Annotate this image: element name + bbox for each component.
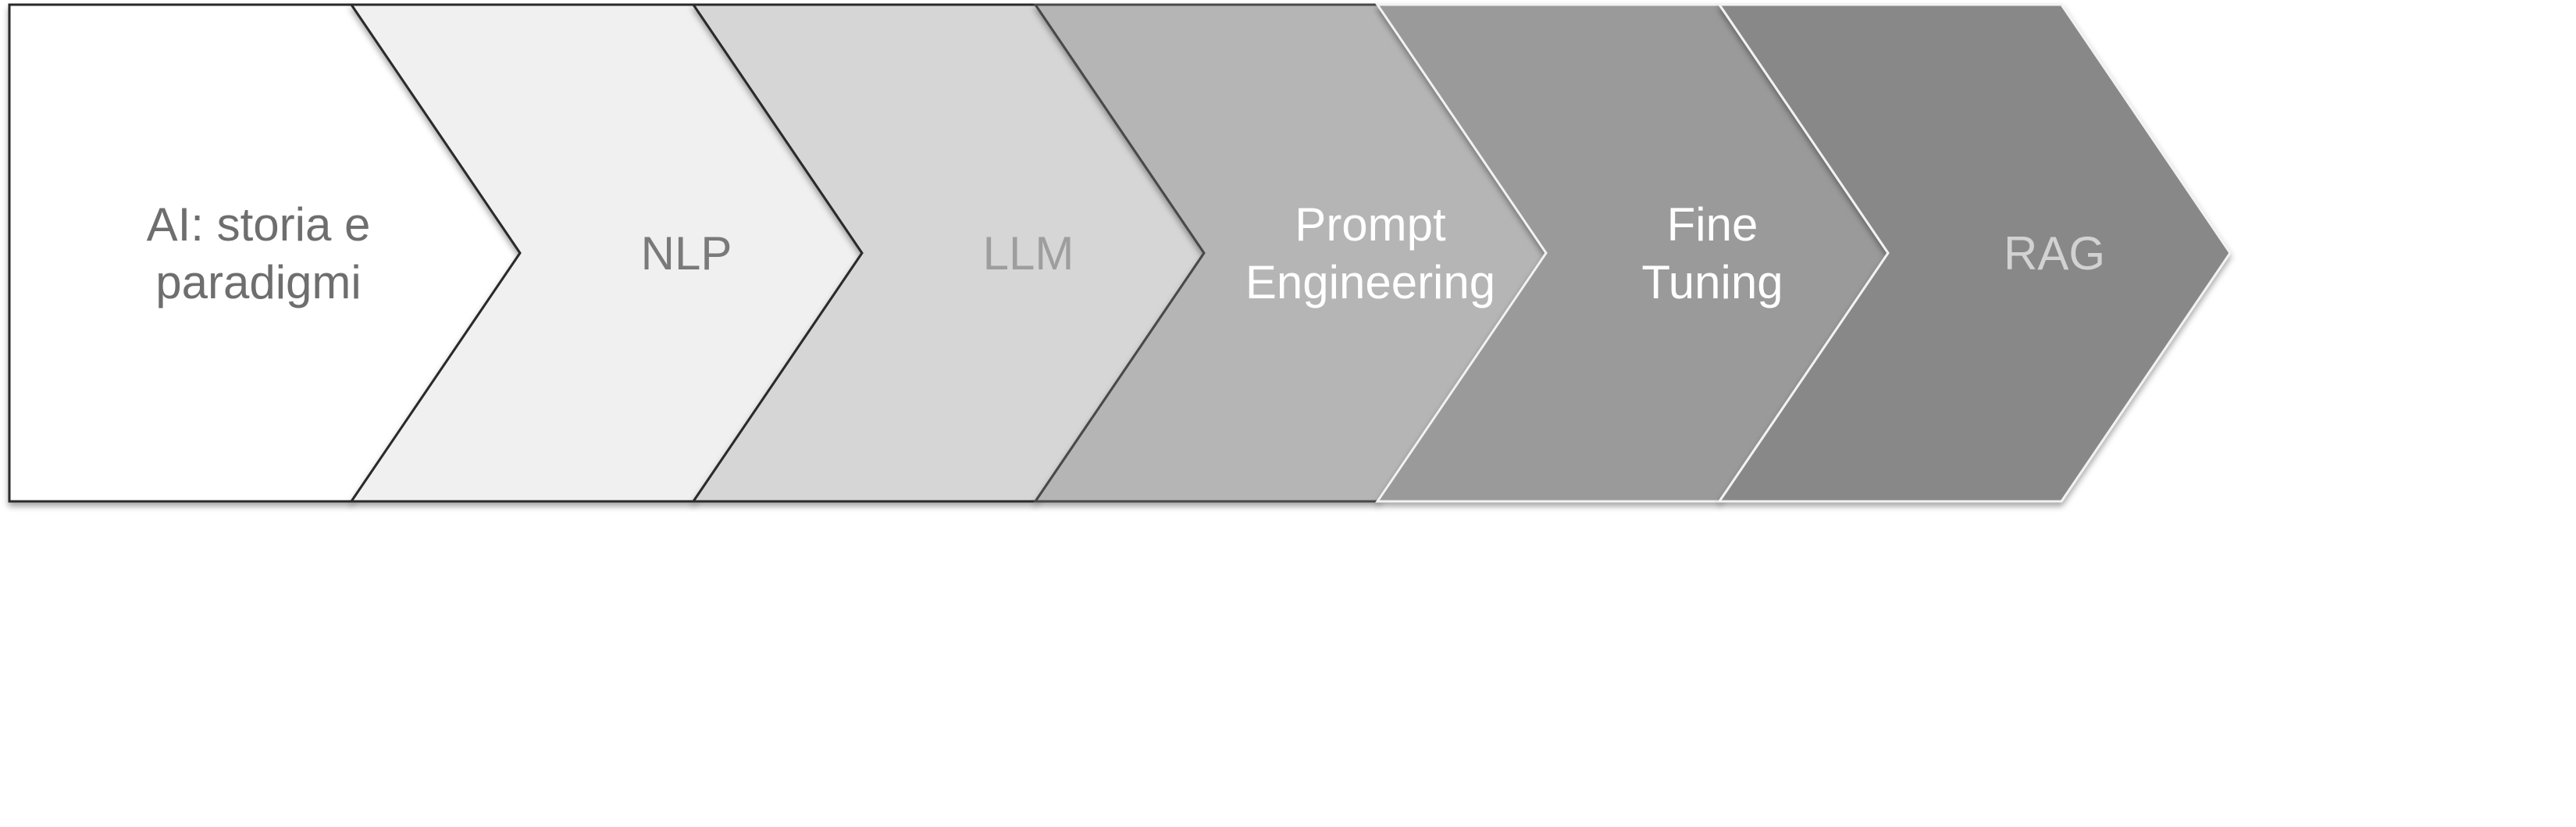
step-label-line: RAG	[2004, 227, 2105, 280]
step-label: LLM	[983, 227, 1074, 280]
step-label-line: Fine	[1667, 198, 1758, 251]
step-label-line: Tuning	[1641, 256, 1783, 308]
step-label-line: Prompt	[1295, 198, 1446, 251]
step-label-line: Engineering	[1245, 256, 1495, 308]
step-label-line: LLM	[983, 227, 1074, 280]
process-step: RAG	[1717, 3, 2232, 503]
step-label-line: AI: storia e	[147, 198, 371, 251]
process-step: NLP	[349, 3, 864, 503]
step-label: RAG	[2004, 227, 2105, 280]
step-label: NLP	[641, 227, 732, 280]
step-label-line: paradigmi	[155, 256, 361, 308]
step-label-line: NLP	[641, 227, 732, 280]
chevron-shape	[1717, 3, 2232, 503]
